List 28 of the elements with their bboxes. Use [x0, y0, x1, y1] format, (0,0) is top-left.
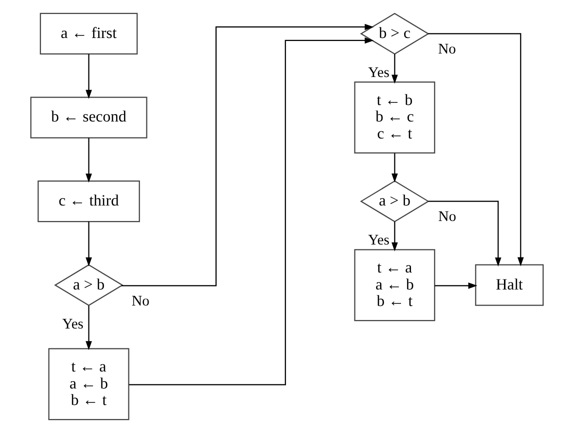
arrow — [85, 137, 92, 182]
arrow — [391, 152, 398, 182]
arrow — [428, 32, 524, 266]
node-box: t ← a a ← b b ← t — [354, 248, 435, 321]
edge-label: No — [438, 40, 456, 57]
arrow — [85, 54, 92, 98]
node-diamond: b > c — [360, 12, 429, 54]
edge-label: Yes — [368, 64, 389, 80]
node-diamond: a > b — [54, 264, 123, 306]
node-box: a ← first — [39, 12, 138, 54]
node-box: t ← b b ← c c ← t — [354, 81, 435, 154]
node-box: t ← a a ← b b ← t — [48, 348, 129, 420]
arrow — [85, 305, 92, 350]
edge-label: Yes — [62, 316, 84, 332]
arrow — [121, 23, 374, 286]
node-box: Halt — [474, 264, 544, 306]
edge-label: No — [438, 208, 456, 225]
arrow — [434, 282, 477, 288]
edge-label: Yes — [368, 232, 389, 248]
arrow — [85, 221, 92, 266]
arrow — [391, 221, 398, 251]
edge-label: No — [131, 292, 149, 309]
node-box: b ← second — [30, 96, 147, 138]
arrow — [128, 36, 374, 385]
arrow — [391, 54, 398, 84]
node-diamond: a > b — [360, 180, 429, 222]
node-box: c ← third — [37, 180, 140, 222]
arrow — [428, 200, 501, 266]
